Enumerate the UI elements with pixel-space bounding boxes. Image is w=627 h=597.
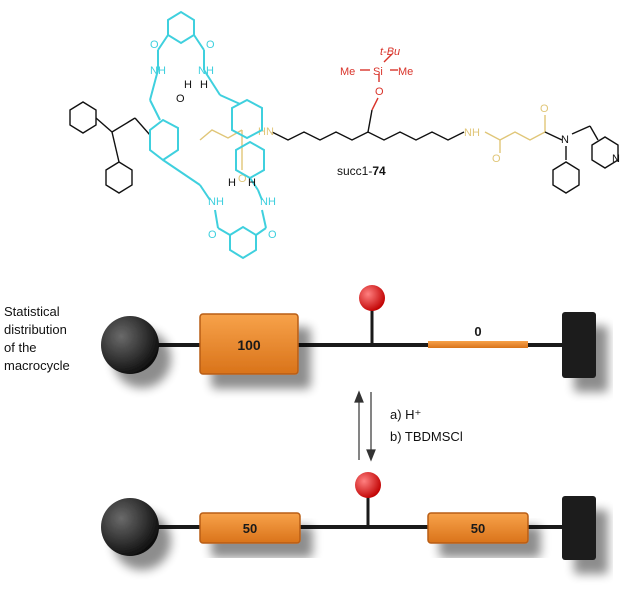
atom-amide-oxygen: O [492,153,501,165]
equilibrium-arrows [354,390,376,462]
station-right-bottom-value: 50 [471,521,485,536]
atom-amide-oxygen-2: O [540,103,549,115]
atom-methyl-left: Me [340,66,355,78]
atom-macrocycle-oxygen-2: O [206,39,215,51]
rotaxane-structure: O Si Me Me t-Bu O O NH O HN N N [69,10,620,260]
atom-macrocycle-oxygen-1: O [150,39,159,51]
succinamide-linker [199,115,546,170]
atom-thread-oxygen: O [238,173,247,185]
atom-macrocycle-nh-2: NH [198,65,214,77]
caption-statistical-distribution: Statistical distribution of the macrocyc… [4,304,70,373]
reagent-step-b: b) TBDMSCl [390,429,463,444]
atom-silyl-oxygen: O [375,86,384,98]
station-right-top [428,341,528,348]
atom-amide-nh: NH [464,127,480,139]
station-left-bottom-value: 50 [243,521,257,536]
caption-line-3: of the [4,340,37,355]
station-right-bottom [427,512,529,544]
atom-tert-butyl: t-Bu [380,46,400,58]
atom-macrocycle-nh-4: NH [260,196,276,208]
silyl-marker-top [359,285,385,311]
atom-hbond-oxygen: O [176,93,185,105]
atom-hbond-h-3: H [228,177,236,189]
diphenylmethyl-stopper [69,101,151,194]
axle-chain [271,109,465,141]
atom-hbond-h-4: H [248,177,256,189]
atom-macrocycle-nh-3: NH [208,196,224,208]
caption-line-1: Statistical [4,304,60,319]
stopper-block-top [562,312,596,378]
station-left-bottom [199,512,301,544]
pyridylmethyl-stopper [544,125,619,194]
reagent-step-a: a) H⁺ [390,407,421,422]
atom-macrocycle-nh-1: NH [150,65,166,77]
caption-line-2: distribution [4,322,67,337]
silyl-marker-bottom [355,472,381,498]
atom-pyridine-nitrogen: N [612,153,620,165]
station-left-top [199,313,299,375]
caption-line-4: macrocycle [4,358,70,373]
tbdms-group [360,53,398,111]
rotaxane-state-bottom: 50 50 [101,472,596,560]
tetralactam-macrocycle [149,10,267,260]
atom-tertiary-nitrogen: N [561,134,569,146]
stopper-ball-bottom [101,498,159,556]
atom-macrocycle-oxygen-4: O [268,229,277,241]
atom-hbond-h-1: H [184,79,192,91]
compound-label: succ1-74 [337,164,386,178]
rotaxane-state-top: 100 0 [101,285,596,378]
atom-silicon: Si [373,66,383,78]
stopper-ball-top [101,316,159,374]
atom-methyl-right: Me [398,66,413,78]
atom-thread-hn: HN [258,126,274,138]
station-left-top-value: 100 [237,337,261,353]
atom-macrocycle-oxygen-3: O [208,229,217,241]
station-right-top-value: 0 [474,324,481,339]
stopper-block-bottom [562,496,596,560]
atom-hbond-h-2: H [200,79,208,91]
